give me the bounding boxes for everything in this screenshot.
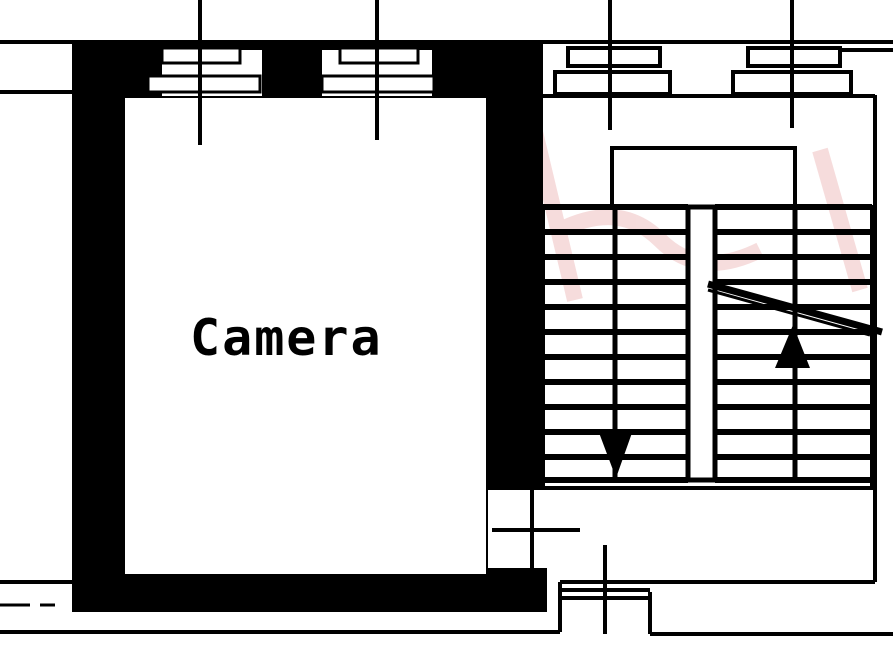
wall-top-mid: [262, 42, 322, 97]
arrow-down-icon: [598, 430, 633, 478]
wall-top-strip: [72, 42, 543, 50]
wall-top-right: [432, 42, 543, 97]
wall-bottom: [72, 575, 547, 612]
wall-left: [72, 42, 124, 612]
watermark-stroke-c: [812, 147, 868, 293]
watermark-stroke-b: [556, 209, 764, 271]
landing-outline: [610, 146, 797, 205]
stair-structure: [612, 204, 798, 483]
stair-window-left-lower: [553, 70, 672, 96]
stair-hall: [541, 46, 875, 634]
axis-lines: [198, 0, 794, 634]
room-walls: [72, 42, 547, 612]
stair-window-left-upper: [566, 46, 662, 68]
wall-right: [487, 42, 543, 490]
room-label-camera: Camera: [190, 309, 383, 367]
stair-cut-line: [707, 280, 883, 336]
stair-well: [685, 204, 718, 483]
room-floor: [123, 96, 488, 576]
wall-corner-step: [487, 568, 547, 612]
stair-cut-line-b: [707, 288, 871, 337]
arrow-up-icon: [775, 325, 810, 368]
window-left-lower: [146, 74, 262, 94]
